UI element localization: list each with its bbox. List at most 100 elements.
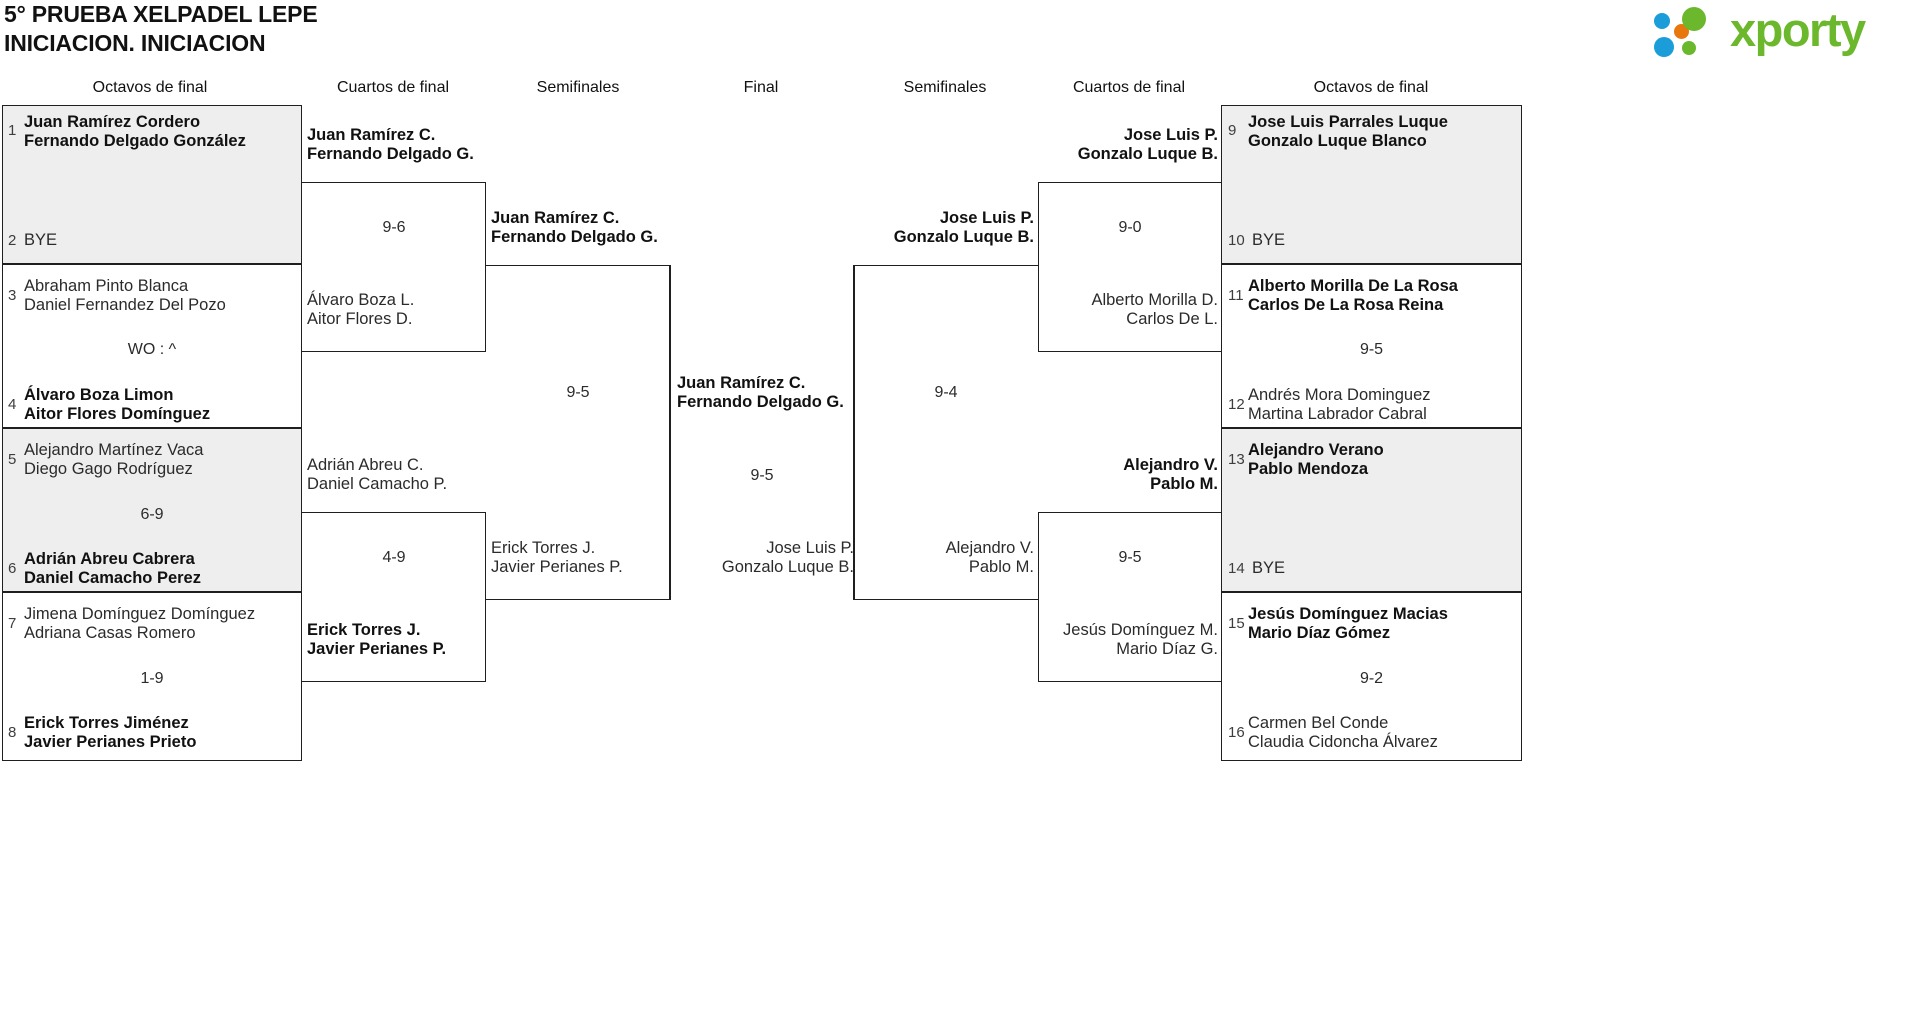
match-box-left-r16-1[interactable]	[2, 105, 302, 264]
seed-number: 4	[8, 396, 17, 413]
seed-number: 9	[1228, 122, 1237, 139]
seed-number: 6	[8, 560, 17, 577]
seed-number: 2	[8, 232, 17, 249]
connector-left-qf-2	[302, 512, 486, 682]
player-name: Juan Ramírez C.	[491, 209, 620, 227]
connector-right-qf-1	[1038, 182, 1222, 352]
round-header-right-r16: Octavos de final	[1313, 79, 1429, 96]
match-box-right-r16-3[interactable]	[1221, 428, 1522, 592]
player-name: Carlos De La Rosa Reina	[1248, 296, 1444, 314]
match-box-right-r16-4[interactable]	[1221, 592, 1522, 761]
player-name: Claudia Cidoncha Álvarez	[1248, 733, 1438, 751]
match-score: 9-4	[934, 384, 958, 401]
player-name: Javier Perianes P.	[491, 558, 623, 576]
player-name: BYE	[24, 231, 58, 249]
player-name: Daniel Fernandez Del Pozo	[24, 296, 226, 314]
player-name: Javier Perianes P.	[307, 640, 447, 658]
round-header-final: Final	[743, 79, 779, 96]
round-header-left-sf: Semifinales	[536, 79, 620, 96]
player-name: Alejandro Martínez Vaca	[24, 441, 204, 459]
match-box-left-r16-3[interactable]	[2, 428, 302, 592]
match-box-left-r16-4[interactable]	[2, 592, 302, 761]
player-name: Martina Labrador Cabral	[1248, 405, 1427, 423]
match-box-right-r16-1[interactable]	[1221, 105, 1522, 264]
player-name: Gonzalo Luque B.	[721, 558, 854, 576]
match-score: 9-6	[382, 219, 406, 236]
player-name: Erick Torres Jiménez	[24, 714, 189, 732]
player-name: Alejandro Verano	[1248, 441, 1384, 459]
player-name: Jesús Domínguez M.	[1063, 621, 1218, 639]
player-name: Álvaro Boza Limon	[24, 386, 174, 404]
seed-number: 16	[1228, 724, 1245, 741]
player-name: Alberto Morilla D.	[1091, 291, 1218, 309]
match-score: 9-2	[1359, 670, 1384, 687]
seed-number: 10	[1228, 232, 1245, 249]
seed-number: 5	[8, 451, 17, 468]
seed-number: 3	[8, 287, 17, 304]
player-name: Daniel Camacho Perez	[24, 569, 201, 587]
player-name: Juan Ramírez C.	[677, 374, 806, 392]
player-name: Álvaro Boza L.	[307, 291, 415, 309]
player-name: Carmen Bel Conde	[1248, 714, 1389, 732]
match-score: WO : ^	[127, 341, 177, 358]
seed-number: 8	[8, 724, 17, 741]
round-header-left-qf: Cuartos de final	[336, 79, 450, 96]
player-name: Erick Torres J.	[491, 539, 596, 557]
connector-left-sf	[486, 265, 670, 600]
match-score: 6-9	[140, 506, 164, 523]
match-box-right-r16-2[interactable]	[1221, 264, 1522, 428]
page-title: 5° PRUEBA XELPADEL LEPE INICIACION. INIC…	[4, 0, 904, 58]
logo-wordmark: xporty	[1730, 3, 1866, 56]
player-name: Pablo M.	[968, 558, 1034, 576]
player-name: Daniel Camacho P.	[307, 475, 448, 493]
player-name: BYE	[1252, 231, 1286, 249]
player-name: Jimena Domínguez Domínguez	[24, 605, 256, 623]
player-name: Jose Luis P.	[766, 539, 854, 557]
xporty-logo: xporty	[1654, 3, 1914, 60]
player-name: Fernando Delgado González	[24, 132, 246, 150]
player-name: Alberto Morilla De La Rosa	[1248, 277, 1458, 295]
player-name: Jesús Domínguez Macias	[1248, 605, 1448, 623]
player-name: Fernando Delgado G.	[677, 393, 844, 411]
player-name: Jose Luis P.	[1123, 126, 1218, 144]
player-name: Gonzalo Luque B.	[893, 228, 1034, 246]
player-name: Diego Gago Rodríguez	[24, 460, 193, 478]
player-name: Gonzalo Luque B.	[1077, 145, 1218, 163]
seed-number: 13	[1228, 451, 1245, 468]
player-name: Adrián Abreu C.	[307, 456, 424, 474]
player-name: Mario Díaz G.	[1116, 640, 1218, 658]
seed-number: 14	[1228, 560, 1245, 577]
player-name: Jose Luis Parrales Luque	[1248, 113, 1448, 131]
match-score: 4-9	[382, 549, 406, 566]
player-name: Alejandro V.	[1123, 456, 1218, 474]
seed-number: 11	[1228, 287, 1244, 304]
connector-left-qf-1	[302, 182, 486, 352]
match-score: 9-5	[566, 384, 590, 401]
player-name: Adrián Abreu Cabrera	[24, 550, 195, 568]
connector-final	[670, 265, 854, 600]
player-name: Erick Torres J.	[307, 621, 421, 639]
tournament-title-line2: INICIACION. INICIACION	[4, 30, 266, 56]
player-name: Abraham Pinto Blanca	[24, 277, 189, 295]
seed-number: 12	[1228, 396, 1245, 413]
match-box-left-r16-2[interactable]	[2, 264, 302, 428]
logo-dots-icon	[1654, 7, 1728, 58]
round-header-left-r16: Octavos de final	[92, 79, 208, 96]
player-name: Andrés Mora Dominguez	[1248, 386, 1431, 404]
player-name: Mario Díaz Gómez	[1248, 624, 1391, 642]
seed-number: 1	[8, 122, 17, 139]
seed-number: 7	[8, 615, 17, 632]
player-name: Juan Ramírez C.	[307, 126, 436, 144]
player-name: Adriana Casas Romero	[24, 624, 196, 642]
match-score: 1-9	[140, 670, 164, 687]
player-name: Gonzalo Luque Blanco	[1248, 132, 1427, 150]
player-name: Aitor Flores D.	[307, 310, 413, 328]
player-name: Carlos De L.	[1126, 310, 1218, 328]
match-score: 9-5	[1118, 549, 1142, 566]
player-name: Pablo Mendoza	[1248, 460, 1369, 478]
round-header-right-qf: Cuartos de final	[1072, 79, 1186, 96]
match-score: 9-0	[1118, 219, 1142, 236]
player-name: Javier Perianes Prieto	[24, 733, 197, 751]
match-score: 9-5	[750, 467, 774, 484]
